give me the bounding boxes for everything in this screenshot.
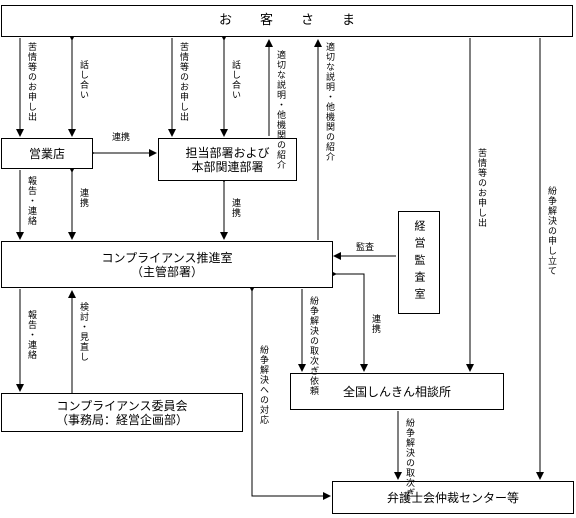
- department-box: 担当部署および 本部関連部署: [158, 138, 297, 181]
- label-complaint-branch: 苦情等のお申し出: [26, 42, 36, 122]
- label-cooperation-branch: 連携: [78, 188, 88, 208]
- customer-box: お客さま: [1, 5, 573, 37]
- arbitration-label: 弁護士会仲裁センター等: [386, 490, 519, 505]
- arrow-compliance-arbitration: [248, 284, 331, 500]
- label-audit: 監査: [356, 243, 375, 253]
- arbitration-box: 弁護士会仲裁センター等: [332, 481, 574, 514]
- label-complaint-consultation: 苦情等のお申し出: [476, 148, 486, 228]
- compliance-office-box: コンプライアンス推進室 （主管部署）: [1, 241, 333, 288]
- label-report-committee: 報告・連絡: [26, 310, 36, 360]
- branch-label: 営業店: [28, 146, 65, 161]
- committee-box: コンプライアンス委員会 （事務局：経営企画部）: [1, 393, 243, 432]
- label-dispute-response: 紛争解決への対応: [258, 345, 268, 425]
- label-report-branch: 報告・連絡: [26, 176, 36, 226]
- label-complaint-department: 苦情等のお申し出: [178, 42, 188, 122]
- compliance-office-line1: コンプライアンス推進室: [101, 250, 233, 265]
- committee-line1: コンプライアンス委員会: [56, 398, 188, 413]
- label-cooperation-branch-department: 連携: [112, 133, 131, 143]
- label-discussion-department: 話し合い: [230, 60, 240, 100]
- arrow-compliance-consultation-cooperation: [329, 270, 368, 372]
- branch-box: 営業店: [1, 138, 93, 169]
- label-cooperation-department: 連携: [230, 198, 240, 218]
- customer-label: お客さま: [218, 13, 383, 28]
- label-dispute-application: 紛争解決の申し立て: [546, 186, 556, 276]
- label-explanation-compliance: 適切な説明・他機関の紹介: [324, 42, 334, 162]
- label-cooperation-consultation: 連携: [370, 314, 380, 334]
- label-dispute-forward: 紛争解決の取次ぎ: [404, 418, 414, 498]
- compliance-office-line2: （主管部署）: [130, 264, 203, 279]
- consultation-box: 全国しんきん相談所: [290, 373, 504, 410]
- department-label-line2: 本部関連部署: [191, 159, 264, 174]
- audit-office-box: 経営監査室: [398, 211, 440, 314]
- label-discussion-branch: 話し合い: [78, 60, 88, 100]
- label-review: 検討・見直し: [78, 302, 88, 362]
- department-label-line1: 担当部署および: [185, 145, 270, 160]
- committee-line2: （事務局：経営企画部）: [55, 412, 188, 427]
- consultation-label: 全国しんきん相談所: [342, 384, 451, 399]
- audit-office-label: 経営監査室: [413, 220, 426, 305]
- label-explanation-department: 適切な説明・他機関の紹介: [275, 50, 285, 170]
- label-dispute-request: 紛争解決の取次ぎ依頼: [308, 296, 318, 396]
